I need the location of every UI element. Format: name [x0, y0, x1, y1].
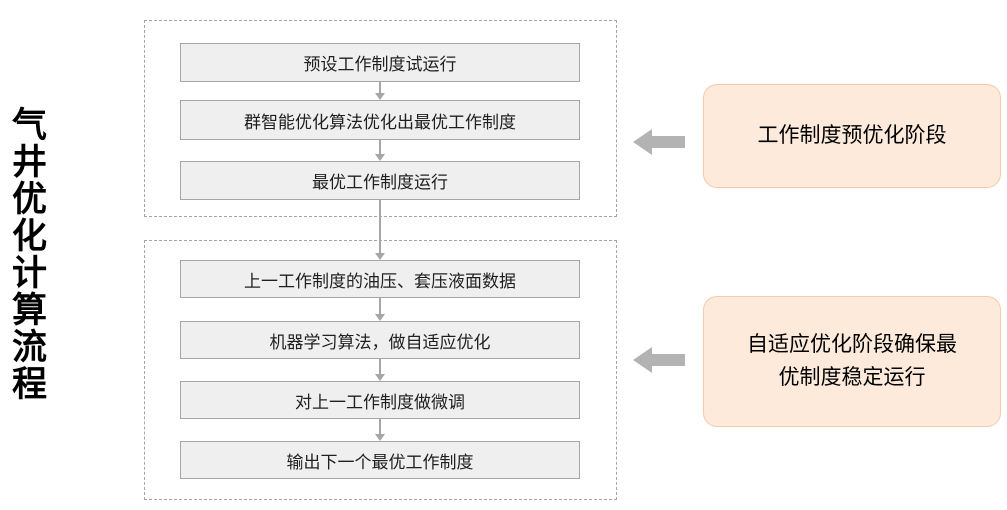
down-arrow-icon: [374, 140, 386, 161]
page-title: 气井优化计算流程: [7, 106, 46, 402]
down-arrow-icon: [374, 298, 386, 321]
flow-step-pressure-data: 上一工作制度的油压、套压液面数据: [180, 260, 580, 298]
flow-step-preset-trial-run: 预设工作制度试运行: [180, 43, 580, 82]
flow-step-optimal-regime-run: 最优工作制度运行: [180, 161, 580, 200]
left-block-arrow-icon: [633, 129, 685, 155]
callout-pre-optimization-stage: 工作制度预优化阶段: [703, 84, 1001, 188]
down-arrow-icon: [374, 359, 386, 381]
left-block-arrow-icon: [633, 347, 685, 373]
down-arrow-icon: [374, 419, 386, 441]
flow-step-output-next-regime: 输出下一个最优工作制度: [180, 441, 580, 479]
down-arrow-icon: [374, 200, 386, 260]
callout-adaptive-stage: 自适应优化阶段确保最 优制度稳定运行: [703, 296, 1001, 427]
flow-step-swarm-optimization: 群智能优化算法优化出最优工作制度: [180, 100, 580, 140]
down-arrow-icon: [374, 82, 386, 100]
flow-step-fine-tune: 对上一工作制度做微调: [180, 381, 580, 419]
flow-step-machine-learning: 机器学习算法，做自适应优化: [180, 321, 580, 359]
